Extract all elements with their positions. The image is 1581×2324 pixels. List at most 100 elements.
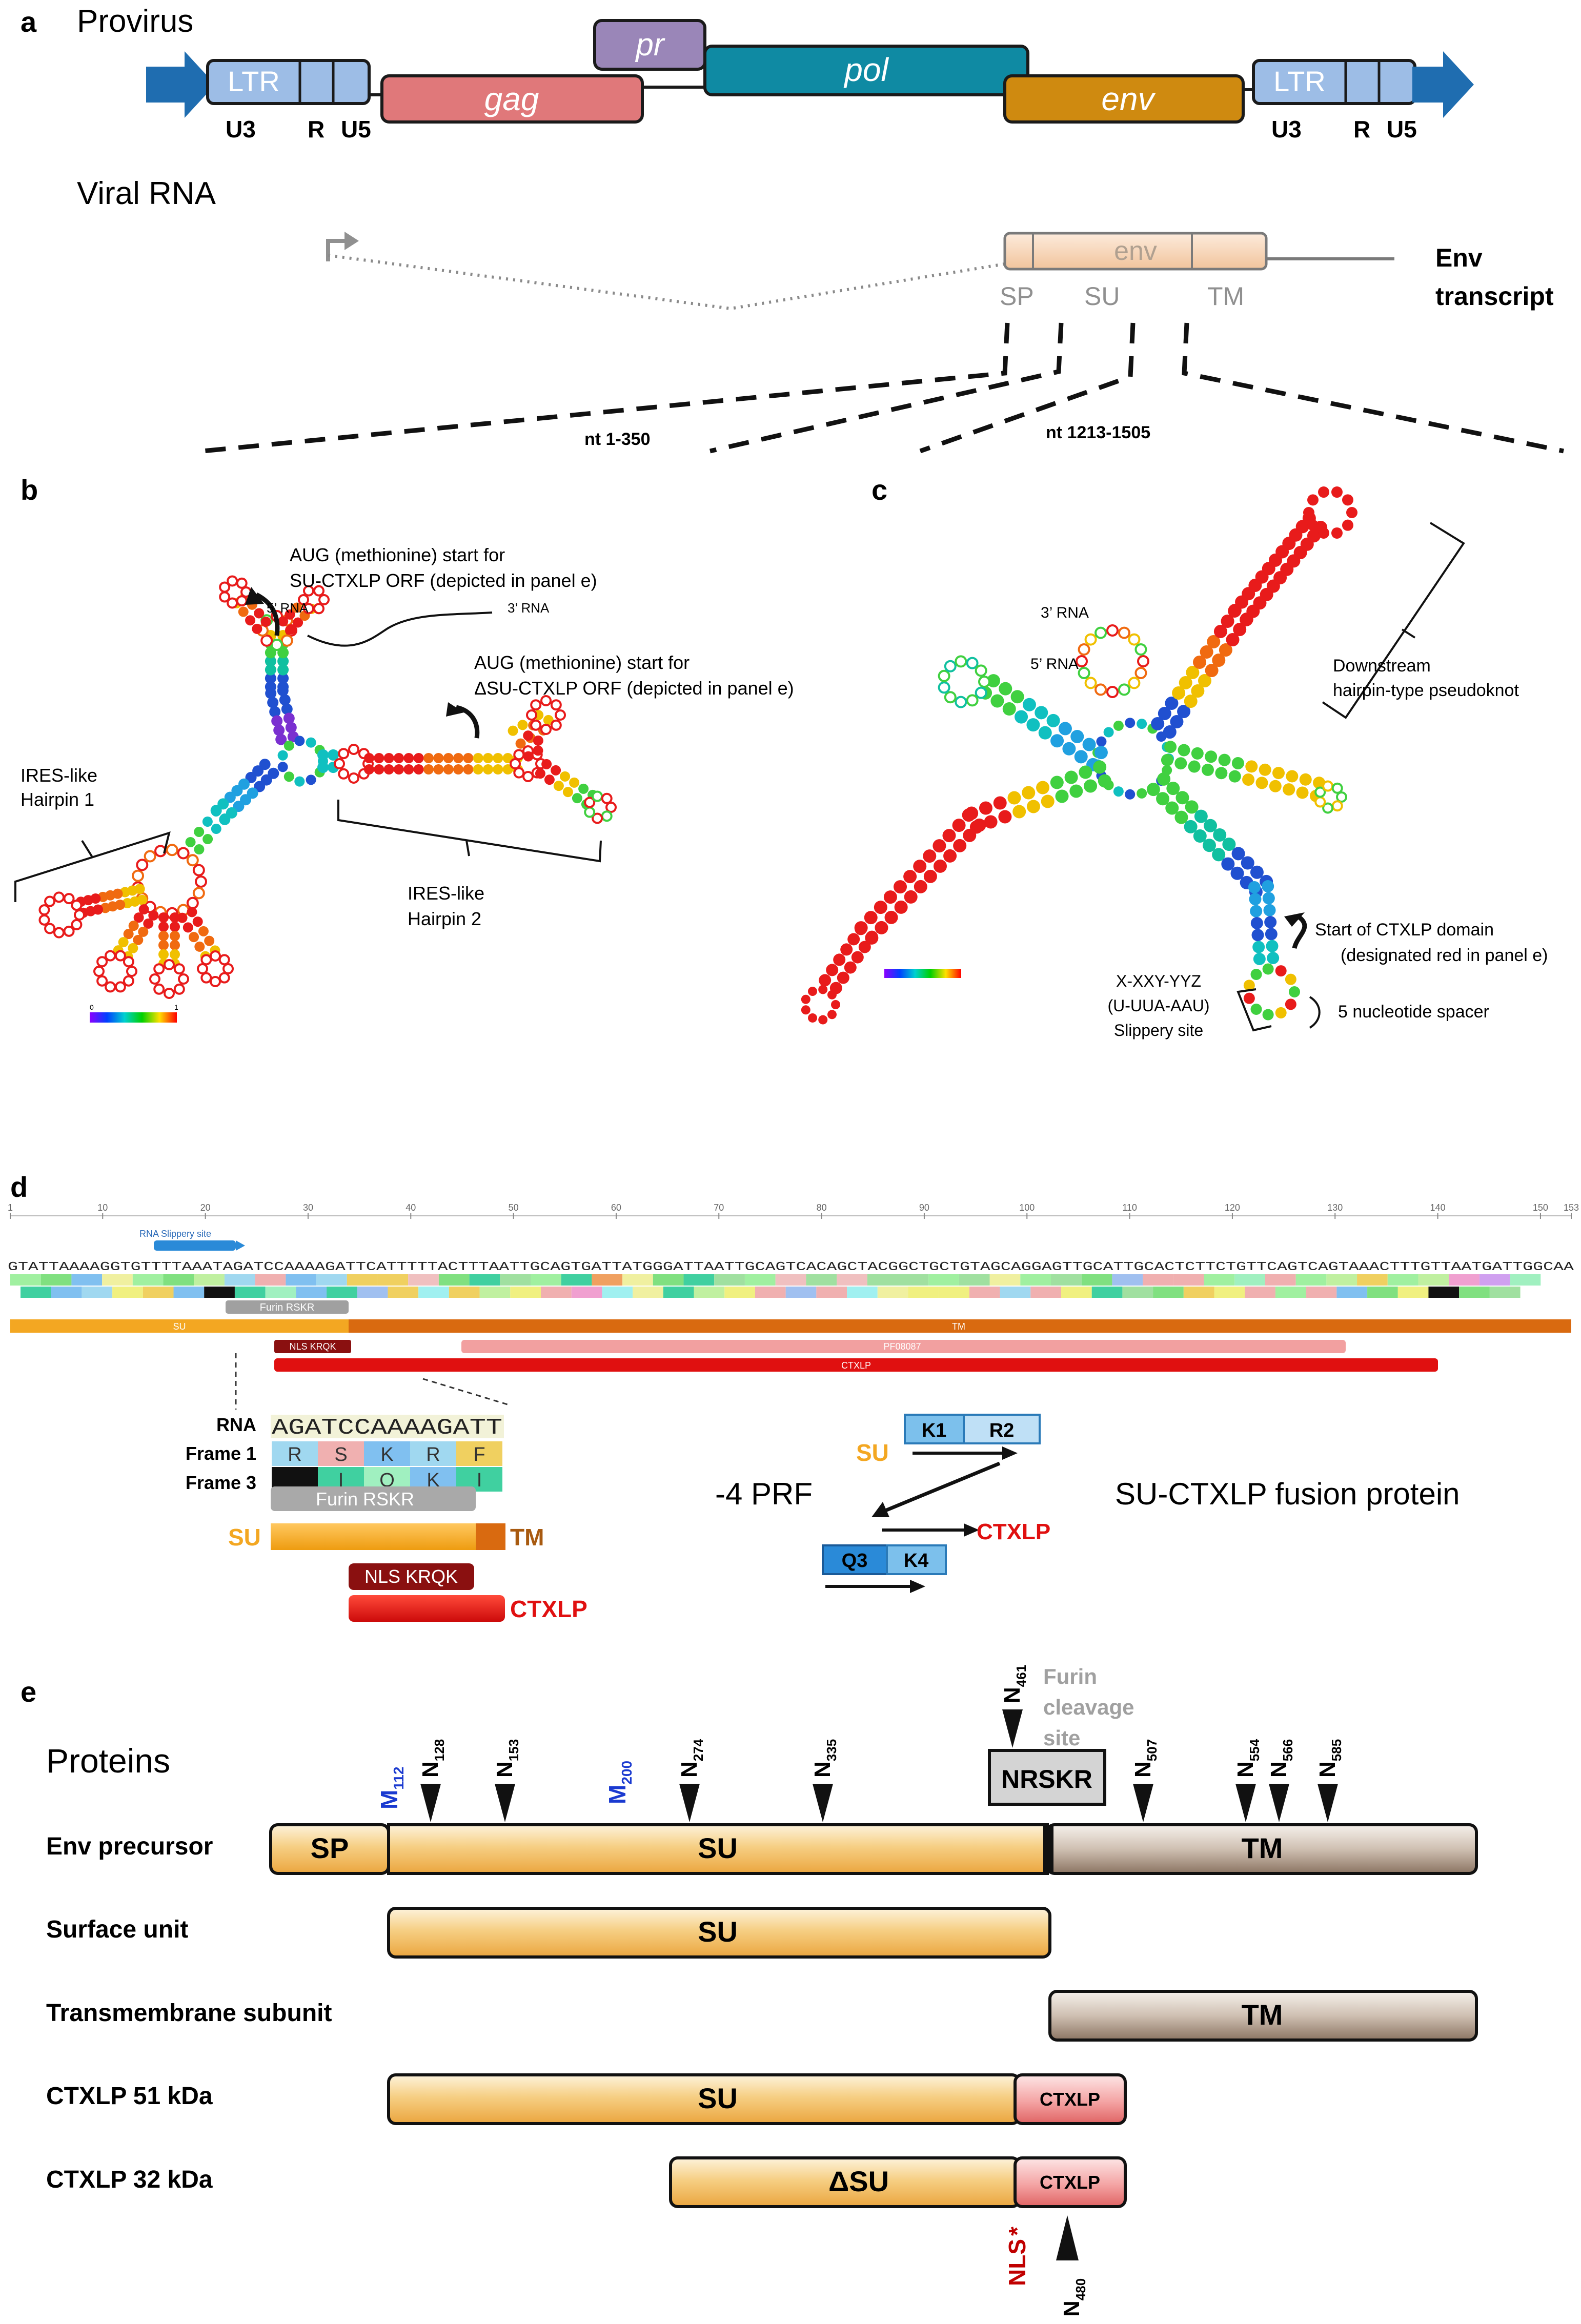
c-sw-nt [984,815,998,829]
pf08087-label: PF08087 [883,1341,921,1352]
b-hp1c-nt [170,912,180,923]
c-left-nt [1050,734,1064,748]
aa-cell [694,1287,725,1298]
aa-cell [1153,1287,1184,1298]
right-arrow-icon [1412,51,1474,118]
c-sw-red2-nt [826,964,839,976]
aa-cell [1183,1287,1214,1298]
b-hp2-nt [413,764,424,774]
b-hp1d-loop-nt [210,950,221,962]
b-hp2-nt [433,764,444,774]
b-hp2b-nt [560,771,571,782]
b-hp2b-loop-nt [592,790,603,802]
zoom-aa-letter: K [380,1444,393,1465]
b-loop-left-nt [136,859,149,871]
c-left-nt [1082,738,1096,751]
aa-cell [71,1274,103,1286]
c-sw-red-nt [884,910,898,924]
aa-cell [867,1274,898,1286]
b-stem1-nt [277,656,289,667]
c-sw-red2-nt [840,943,853,956]
c-3loop-nt [1134,643,1147,656]
c-s-nt [1185,800,1199,814]
c-sw-red-nt [952,819,966,832]
aa-cell [1449,1274,1479,1286]
c-left-nt [1022,698,1036,711]
b-stem1b-nt [293,617,303,628]
c-e-nt [1269,780,1282,792]
b-hp1b-nt [118,937,129,948]
c-e-nt [1228,770,1241,783]
c-s-nt [1146,783,1160,797]
zoom-aa-cell [318,1441,364,1466]
ruler-tick-label: 1 [8,1202,13,1213]
c-pk-nt [1205,664,1219,678]
b-stem1b-nt [291,602,302,613]
c-left-nt [1038,726,1052,740]
b-loop-left-nt [177,847,190,860]
c-slip-loop-nt [1243,992,1255,1004]
c-s2-nt [1266,940,1279,952]
ctxlp32-ctxlp-box [1014,2156,1127,2208]
b-hp1b-loop-nt [96,975,108,987]
ctxlp-bar-label: CTXLP [841,1360,871,1371]
c-s-nt [1166,782,1180,796]
c-pk-nt [1186,665,1200,679]
c-s-nt [1165,801,1179,815]
b-hp1c-nt [158,922,169,932]
c-pk-loop-nt [1318,486,1330,498]
b-loop-top-nt [271,639,283,651]
c-left-nt [1035,706,1048,720]
aa-cell [265,1287,296,1298]
c-left-nt [1002,702,1016,716]
c-pk-loop-nt [1318,527,1330,539]
proteins-label: Proteins [46,1742,170,1780]
zoom-furin-label: Furin RSKR [316,1489,414,1510]
b-stem1a-nt [245,615,256,626]
hp2-text-2: Hairpin 2 [408,908,481,929]
prf-arrow-4-icon [910,1580,925,1593]
c-3loop-nt [1076,655,1088,667]
b-stem-left2-nt [219,813,230,824]
b-hp2-nt [403,764,414,774]
c-s2-nt [1267,952,1280,965]
aa-cell [806,1274,837,1286]
b-center-nt [283,771,294,782]
c-left-nt [1062,742,1076,756]
su-box [387,1907,1051,1959]
c-sw-red2-nt [851,951,864,964]
nls-label: NLS* [1004,2227,1030,2286]
b-stem-left2-nt [202,816,213,827]
aa-cell [837,1274,867,1286]
b-loop-left-nt [132,869,145,882]
b-hp1c-loop-nt [149,973,160,985]
aa-cell [1061,1287,1092,1298]
aug1-text-2: SU-CTXLP ORF (depicted in panel e) [290,570,597,591]
b-hp1b-loop-nt [114,950,126,962]
panel-a-letter: a [21,6,37,38]
fusion-label: SU-CTXLP fusion protein [1115,1477,1460,1511]
c-e-nt [1286,770,1299,783]
b-hp1a-loop-nt [44,923,56,934]
tm-label: TM [1242,1999,1283,2031]
c-e-loop-nt [1322,802,1334,814]
pf08087-bar [461,1340,1346,1353]
svg-text:M112: M112 [376,1767,407,1810]
aa-cell [449,1287,480,1298]
c-sw-red-nt [962,808,976,822]
c-s-nt [1231,847,1245,861]
env-box [1003,74,1245,124]
c-pk-nt [1207,635,1221,648]
b-hp2-nt [374,753,384,763]
c-sw-loop-nt [827,990,837,1000]
n-site-label: N128 [418,1739,447,1778]
c-sw-red2-nt [844,961,857,974]
c-e-nt [1296,786,1309,799]
svg-text:N274: N274 [677,1739,706,1778]
n-site-label: N335 [810,1739,839,1778]
b-link-nt [328,749,339,761]
u3-right: U3 [1271,116,1302,142]
row-label-ctxlp-51: CTXLP 51 kDa [46,2083,213,2110]
b-center-nt [277,750,288,761]
c-s-nt [1202,839,1216,852]
